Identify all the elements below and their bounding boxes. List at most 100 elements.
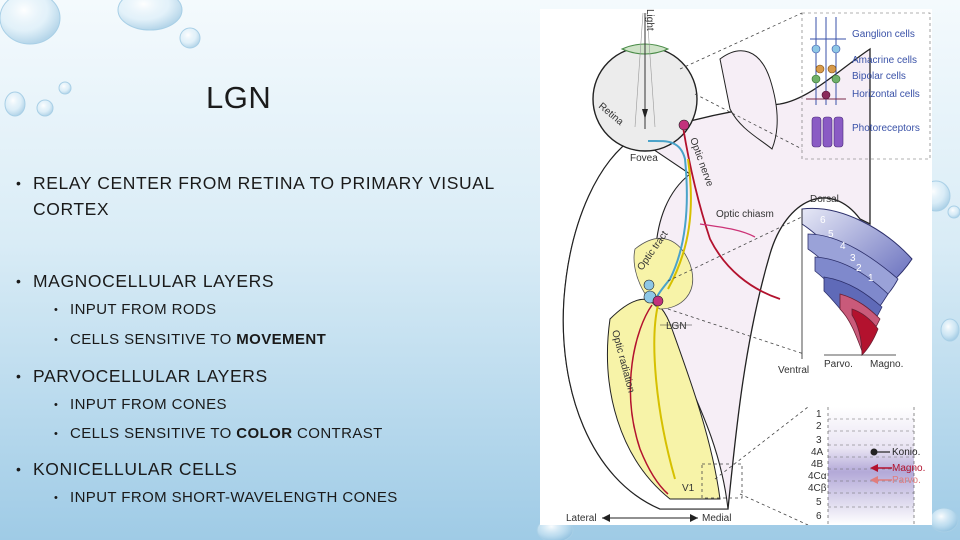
leader-line [739,493,809,525]
visual-pathway-figure: Light Retina Optic nerve Fovea Optic chi… [540,9,932,525]
retina-layers-inset: Ganglion cells Amacrine cells Bipolar ce… [801,12,931,160]
v1-layer-band [828,407,914,525]
ganglion-cell [831,44,841,54]
light-ray [634,12,644,128]
lateral-label: Lateral [566,513,597,524]
sub-bullet-text-plain: CELLS SENSITIVE TO [70,425,237,442]
sub-bullet-short: • INPUT FROM SHORT-WAVELENGTH CONES [54,488,398,508]
sub-bullet-text-plain: CONTRAST [292,425,383,442]
amacrine-cell [827,64,837,74]
sub-bullet-text-plain: CELLS SENSITIVE TO [70,331,237,348]
lgn-layer-number: 4 [840,241,846,252]
bullet-text: RELAY CENTER FROM RETINA TO PRIMARY VISU… [33,173,495,219]
sub-bullet-text: CELLS SENSITIVE TO COLOR CONTRAST [54,425,383,442]
v1-layer-number: 4Cβ [808,483,827,494]
droplet [36,99,54,117]
bullet-dot: • [54,492,59,504]
v1-layer-number: 6 [816,511,822,522]
sub-bullet-text-bold: MOVEMENT [236,331,327,348]
lgn-layer-number: 2 [856,263,862,274]
bullet-dot: • [16,461,22,477]
ganglion-cell [678,119,690,131]
bullet-dot: • [54,304,59,316]
leader-line [714,406,809,480]
leader-line [667,213,809,282]
ganglion-cell [811,44,821,54]
lgn-layers-inset: Dorsal 6 5 4 3 2 1 Ventral Parvo. Magno. [778,194,913,376]
arrow-left-icon [602,514,610,522]
sub-bullet-color: • CELLS SENSITIVE TO COLOR CONTRAST [54,424,383,444]
retina-cell-label: Photoreceptors [852,123,920,134]
magno-arrow-icon [870,464,878,472]
droplet [929,507,959,533]
v1-layer-number: 2 [816,421,822,432]
visual-pathway-diagram: Light Retina Optic nerve Fovea Optic chi… [562,9,931,525]
magno-label: Magno. [870,359,903,370]
amacrine-cell [815,64,825,74]
sub-bullet-cones: • INPUT FROM CONES [54,395,227,415]
photoreceptor [811,116,822,148]
bullet-dot: • [16,175,22,191]
lgn-cell [652,295,664,307]
droplet [4,91,26,117]
lgn-layer-number: 1 [868,273,874,284]
bullet-text: PARVOCELLULAR LAYERS [33,366,268,386]
v1-layer-number: 1 [816,409,822,420]
bullet-dot: • [16,273,22,289]
leader-line [679,12,803,70]
lgn-layer-number: 6 [820,215,826,226]
bullet-konio: • KONICELLULAR CELLS [16,456,237,482]
medial-label: Medial [702,513,731,524]
lgn-layer-number: 3 [850,253,856,264]
optic-chiasm-label: Optic chiasm [716,209,774,220]
bullet-dot: • [54,399,59,411]
retina-cell-label: Bipolar cells [852,71,906,82]
sub-bullet-text: INPUT FROM RODS [70,301,217,318]
horizontal-cell [821,90,831,100]
bullet-magno: • MAGNOCELLULAR LAYERS [16,268,274,294]
lgn-layer [851,308,879,356]
photoreceptor [822,116,833,148]
parvo-arrow-icon [870,476,878,484]
droplet [940,318,960,342]
chiasm-fiber-pink [699,223,756,238]
droplet [58,81,72,95]
slide-title: LGN [206,80,272,115]
v1-layer-number: 5 [816,497,822,508]
retina-cell-label: Horizontal cells [852,89,920,100]
droplet [947,205,960,219]
lgn-cell [643,279,655,291]
retina-inset-frame [801,12,931,160]
droplet [179,27,201,49]
sub-bullet-rods: • INPUT FROM RODS [54,300,217,320]
v1-layer-number: 4B [811,459,824,470]
droplet [0,0,61,45]
ventral-label: Ventral [778,365,809,376]
bullet-dot: • [54,428,59,440]
sub-bullet-text: CELLS SENSITIVE TO MOVEMENT [54,331,326,348]
optic-nerve-fiber [682,126,781,300]
light-arrow-icon [642,109,648,119]
bullet-relay: • RELAY CENTER FROM RETINA TO PRIMARY VI… [16,170,503,222]
bullet-dot: • [16,368,22,384]
retina-cell-label: Ganglion cells [852,29,915,40]
temporal-lobe [719,50,778,150]
lgn-label: LGN [666,321,687,332]
light-ray [646,12,656,128]
sub-bullet-text-bold: COLOR [236,425,293,442]
bipolar-cell [831,74,841,84]
retina-fiber-blue [647,139,688,300]
dorsal-label: Dorsal [810,194,839,205]
droplet [117,0,183,31]
optic-tract-fiber [667,158,692,290]
photoreceptor [833,116,844,148]
radiation-fiber-yellow [653,304,676,480]
v1-label: V1 [682,483,695,494]
sub-bullet-movement: • CELLS SENSITIVE TO MOVEMENT [54,330,326,350]
parvo-label: Parvo. [824,359,853,370]
konio-input-label: Konio. [892,447,920,458]
sub-bullet-text: INPUT FROM SHORT-WAVELENGTH CONES [70,489,398,506]
v1-layer-number: 3 [816,435,822,446]
parvo-input-label: Parvo. [892,475,921,486]
v1-layer-number: 4Cα [808,471,827,482]
